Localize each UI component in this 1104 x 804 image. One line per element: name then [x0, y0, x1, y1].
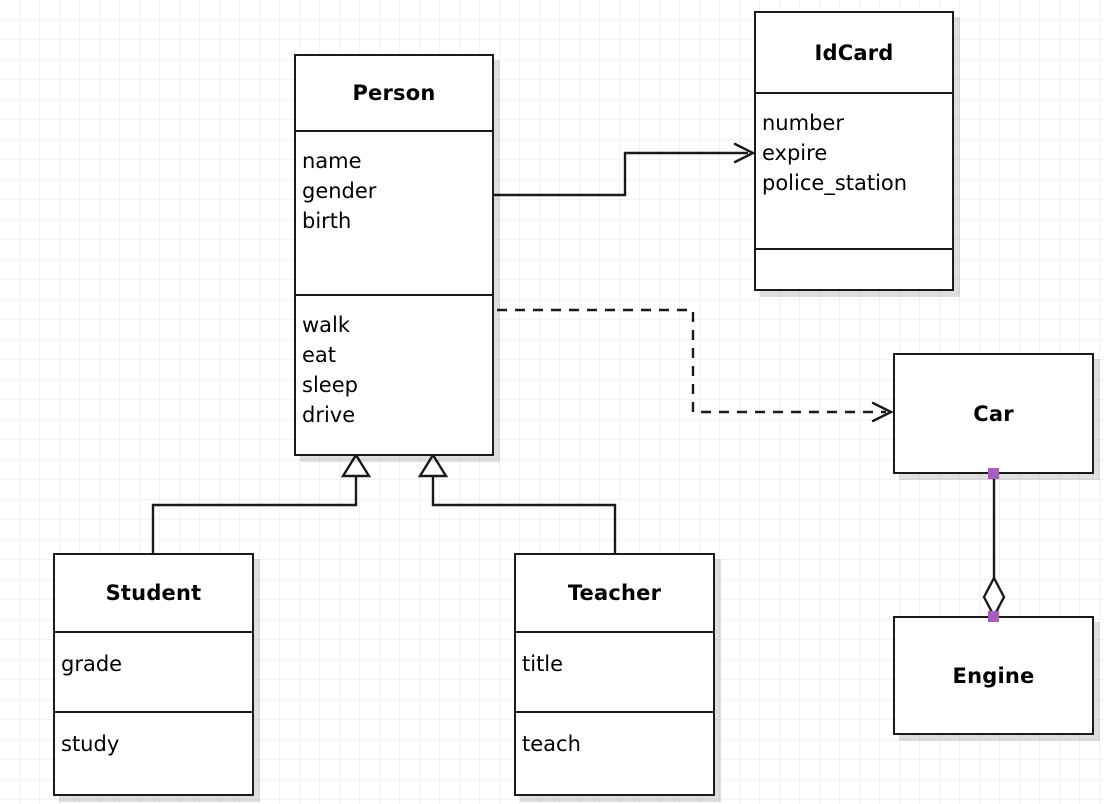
- edge-teacher-person: [417, 452, 617, 553]
- class-name-teacher: Teacher: [567, 581, 662, 605]
- class-box-student[interactable]: Student grade study: [53, 553, 254, 796]
- class-box-person[interactable]: Person name gender birth walk eat sleep …: [294, 54, 494, 456]
- method-row: walk: [302, 313, 351, 337]
- method-row: teach: [522, 732, 581, 756]
- edge-person-idcard: [494, 142, 756, 197]
- class-box-car[interactable]: Car: [893, 353, 1094, 474]
- class-box-teacher[interactable]: Teacher title teach: [514, 553, 715, 796]
- attribute-row: gender: [302, 179, 377, 203]
- class-methods-idcard: [756, 248, 952, 289]
- class-title-idcard: IdCard: [756, 13, 952, 92]
- class-title-student: Student: [55, 555, 252, 631]
- edge-student-person: [151, 452, 372, 553]
- attribute-row: name: [302, 149, 362, 173]
- edge-car-engine: [982, 474, 1006, 620]
- edge-person-car: [497, 308, 894, 423]
- method-row: study: [61, 732, 120, 756]
- class-attributes-teacher: title: [516, 631, 713, 711]
- attribute-row: title: [522, 652, 564, 676]
- class-attributes-person: name gender birth: [296, 130, 492, 294]
- class-name-person: Person: [352, 81, 436, 105]
- class-methods-teacher: teach: [516, 711, 713, 794]
- attribute-row: expire: [762, 141, 828, 165]
- class-name-car: Car: [973, 401, 1014, 426]
- attribute-row: number: [762, 111, 844, 135]
- class-name-idcard: IdCard: [814, 40, 894, 65]
- class-methods-person: walk eat sleep drive: [296, 294, 492, 454]
- attribute-row: grade: [61, 652, 123, 676]
- class-name-engine: Engine: [952, 663, 1035, 688]
- class-title-engine: Engine: [895, 618, 1092, 733]
- class-box-idcard[interactable]: IdCard number expire police_station: [754, 11, 954, 291]
- class-name-student: Student: [105, 581, 202, 605]
- class-title-teacher: Teacher: [516, 555, 713, 631]
- class-methods-student: study: [55, 711, 252, 794]
- class-title-person: Person: [296, 56, 492, 130]
- method-row: sleep: [302, 373, 358, 397]
- class-attributes-student: grade: [55, 631, 252, 711]
- class-attributes-idcard: number expire police_station: [756, 92, 952, 248]
- class-box-engine[interactable]: Engine: [893, 616, 1094, 735]
- class-title-car: Car: [895, 355, 1092, 472]
- method-row: drive: [302, 403, 356, 427]
- attribute-row: police_station: [762, 171, 908, 195]
- attribute-row: birth: [302, 209, 352, 233]
- method-row: eat: [302, 343, 337, 367]
